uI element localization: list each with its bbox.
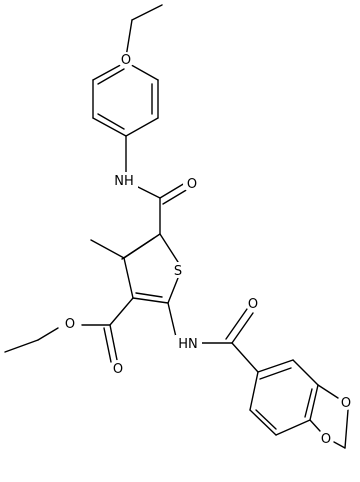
bond — [125, 117, 159, 137]
bond — [132, 297, 169, 304]
bond — [135, 292, 163, 298]
atom-label: S — [174, 264, 182, 279]
atom-o-benzamide: O — [245, 295, 261, 312]
bond — [309, 384, 319, 421]
atom-label: O — [113, 362, 123, 377]
atom-label: O — [341, 396, 351, 411]
bond — [333, 441, 346, 449]
atom-nh-anilide: NH — [112, 172, 138, 189]
bond — [37, 327, 59, 341]
bond — [292, 359, 319, 386]
bond — [97, 113, 125, 130]
bond — [344, 409, 349, 449]
bond — [109, 324, 118, 361]
bond — [249, 409, 277, 436]
atom-label-layer: O NH O S O O HN O — [62, 52, 354, 447]
bond — [123, 257, 134, 299]
bond — [249, 371, 259, 411]
bond — [275, 419, 311, 436]
bond — [131, 4, 163, 21]
bond — [259, 367, 292, 380]
bond — [125, 19, 133, 58]
atom-o-dioxole-lower: O — [318, 430, 334, 447]
bond — [167, 302, 177, 338]
bond — [255, 409, 277, 430]
bond — [109, 297, 134, 326]
bond — [159, 233, 179, 263]
atom-o-ester-carbonyl: O — [110, 360, 126, 377]
atom-label: O — [121, 53, 131, 68]
atom-label: O — [321, 432, 331, 447]
bond — [103, 327, 112, 363]
atom-label: HN — [178, 337, 198, 352]
bond — [317, 384, 339, 399]
atom-label: O — [248, 297, 258, 312]
bond — [304, 388, 313, 418]
bond — [257, 359, 294, 373]
atom-s-ring: S — [170, 262, 186, 279]
bond — [167, 277, 179, 304]
bond — [309, 419, 321, 432]
bond — [231, 342, 259, 373]
atom-nh-benzamide: HN — [175, 335, 202, 352]
atom-o-ester-alkoxy: O — [62, 315, 78, 332]
bond — [231, 312, 254, 344]
bond — [162, 188, 189, 205]
atom-o-amide-top: O — [183, 176, 199, 192]
atom-o-dioxole-upper: O — [338, 394, 354, 411]
atom-label: O — [187, 177, 197, 192]
bond-layer — [4, 4, 349, 449]
atom-label: O — [65, 317, 75, 332]
bond — [4, 339, 39, 353]
bond — [225, 308, 248, 340]
atom-label: NH — [114, 174, 134, 189]
bond — [90, 239, 125, 259]
bond — [92, 117, 127, 137]
atom-o-methoxy: O — [118, 52, 134, 68]
bond — [121, 237, 155, 260]
bond — [97, 68, 125, 85]
bond — [159, 182, 186, 199]
